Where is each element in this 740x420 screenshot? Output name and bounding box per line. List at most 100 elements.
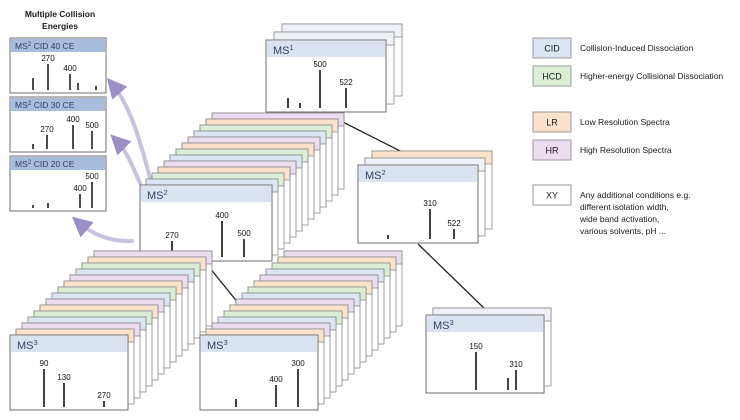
- legend-description: Collision-Induced Dissociation: [580, 43, 694, 53]
- collision-spectrum-title: MS2 CID 30 CE: [15, 100, 75, 110]
- legend-description: Any additional conditions e.g.: [580, 190, 691, 200]
- collision-peak-label: 400: [66, 115, 80, 124]
- collision-spectrum-header: [11, 98, 105, 111]
- spectrum-ms3-b: MS3 300 400: [199, 250, 403, 411]
- legend-swatch: [532, 37, 572, 59]
- legend-description: wide band activation,: [579, 214, 659, 224]
- spectrum-ms2-right: MS2 310 522: [357, 150, 493, 244]
- peak-label: 90: [40, 359, 49, 368]
- collision-energy-panel: Multiple Collision Energies MS2 CID 40 C…: [9, 9, 107, 212]
- legend-description: different isolation width,: [580, 202, 669, 212]
- collision-energy-arrows: [71, 77, 152, 244]
- legend-code: CID: [544, 44, 560, 54]
- collision-peak-label: 270: [41, 54, 55, 63]
- spectrum-title: MS3: [17, 338, 38, 352]
- spectrum-title: MS1: [273, 43, 294, 57]
- tree-connector: [417, 243, 487, 311]
- collision-spectrum-order: 2: [28, 159, 32, 166]
- peak-label: 310: [423, 199, 437, 208]
- collision-energy-arrow: [110, 134, 142, 185]
- collision-energies-title-line1: Multiple Collision: [25, 9, 95, 19]
- spectrum-nodes: MS1500522MS2270400500MS2310522MS39013027…: [9, 23, 552, 411]
- spectrum-title-ms: MS: [207, 340, 224, 352]
- legend-code: HR: [546, 146, 559, 156]
- legend-item-cid: CID Collision-Induced Dissociation: [532, 37, 694, 59]
- legend-code: XY: [546, 191, 558, 201]
- collision-spectrum-order: 2: [28, 100, 32, 107]
- collision-spectrum-header: [11, 39, 105, 52]
- collision-peak-label: 500: [85, 121, 99, 130]
- collision-spectrum-ce40: MS2 CID 40 CE 270 400: [9, 37, 107, 94]
- peak-label: 400: [269, 375, 283, 384]
- collision-spectrum-ce30: MS2 CID 30 CE 270 400 500: [9, 96, 107, 153]
- peak-label: 400: [215, 211, 229, 220]
- legend-code: LR: [546, 118, 558, 128]
- legend-description: Low Resolution Spectra: [580, 117, 670, 127]
- spectrum-title: MS2: [365, 168, 386, 182]
- legend-description: Higher-energy Collisional Dissociation: [580, 71, 723, 81]
- legend-description: High Resolution Spectra: [580, 145, 672, 155]
- collision-spectrum-order: 2: [28, 41, 32, 48]
- spectrum-title-ms: MS: [365, 170, 382, 182]
- spectrum-title: MS2: [147, 188, 168, 202]
- spectrum-ms2-left: MS2 270 400 500: [139, 112, 345, 262]
- collision-energy-arrow: [106, 77, 152, 180]
- legend-swatch: [532, 139, 572, 161]
- legend-code: HCD: [542, 72, 562, 82]
- collision-spectrum-ms: MS: [15, 41, 28, 51]
- collision-energies-title-line2: Energies: [42, 21, 78, 31]
- collision-energy-arrow: [71, 216, 134, 244]
- peak-label: 150: [469, 342, 483, 351]
- collision-spectrum-title: MS2 CID 20 CE: [15, 159, 75, 169]
- spectrum-title: MS3: [433, 318, 454, 332]
- peak-label: 500: [237, 229, 251, 238]
- spectrum-card-header: [427, 316, 543, 332]
- legend-swatch: [532, 184, 572, 206]
- spectrum-title-ms: MS: [17, 340, 34, 352]
- spectrum-title-order: 3: [224, 338, 228, 347]
- peak-label: 310: [509, 360, 523, 369]
- collision-spectrum-ms: MS: [15, 159, 28, 169]
- collision-peak-label: 500: [85, 172, 99, 181]
- spectrum-title-order: 3: [34, 338, 38, 347]
- spectrum-ms3-c: MS3 150 310: [425, 307, 552, 394]
- spectrum-card-header: [11, 336, 127, 352]
- legend-swatch: [532, 111, 572, 133]
- spectrum-title-order: 3: [450, 318, 454, 327]
- collision-spectrum-header: [11, 157, 105, 170]
- collision-spectrum-ms: MS: [15, 100, 28, 110]
- legend-description: various solvents, pH ...: [580, 226, 666, 236]
- collision-spectrum-title: MS2 CID 40 CE: [15, 41, 75, 51]
- peak-label: 522: [447, 219, 461, 228]
- collision-peak-label: 400: [63, 64, 77, 73]
- peak-label: 130: [57, 373, 71, 382]
- legend-item-hcd: HCD Higher-energy Collisional Dissociatio…: [532, 65, 723, 87]
- spectrum-title-ms: MS: [433, 320, 450, 332]
- collision-spectrum-condition: CID 30 CE: [31, 100, 74, 110]
- peak-label: 300: [291, 359, 305, 368]
- spectrum-title: MS3: [207, 338, 228, 352]
- peak-label: 270: [97, 391, 111, 400]
- legend-item-lr: LR Low Resolution Spectra: [532, 111, 670, 133]
- legend-item-xy: XY Any additional conditions e.g. differen…: [532, 184, 691, 236]
- spectrum-card-header: [141, 186, 271, 202]
- spectrum-card-header: [201, 336, 317, 352]
- spectrum-card-header: [267, 41, 385, 57]
- peak-label: 270: [165, 231, 179, 240]
- collision-spectrum-ce20: MS2 CID 20 CE 400 500: [9, 155, 107, 212]
- spectrum-title-order: 1: [290, 43, 294, 52]
- collision-peak-label: 400: [73, 184, 87, 193]
- spectrum-title-ms: MS: [147, 190, 164, 202]
- peak-label: 522: [339, 78, 353, 87]
- collision-spectrum-condition: CID 40 CE: [31, 41, 74, 51]
- collision-peak-label: 270: [40, 125, 54, 134]
- collision-spectrum-condition: CID 20 CE: [31, 159, 74, 169]
- spectrum-title-order: 2: [164, 188, 168, 197]
- spectrum-title-order: 2: [382, 168, 386, 177]
- spectrum-title-ms: MS: [273, 45, 290, 57]
- legend-swatch: [532, 65, 572, 87]
